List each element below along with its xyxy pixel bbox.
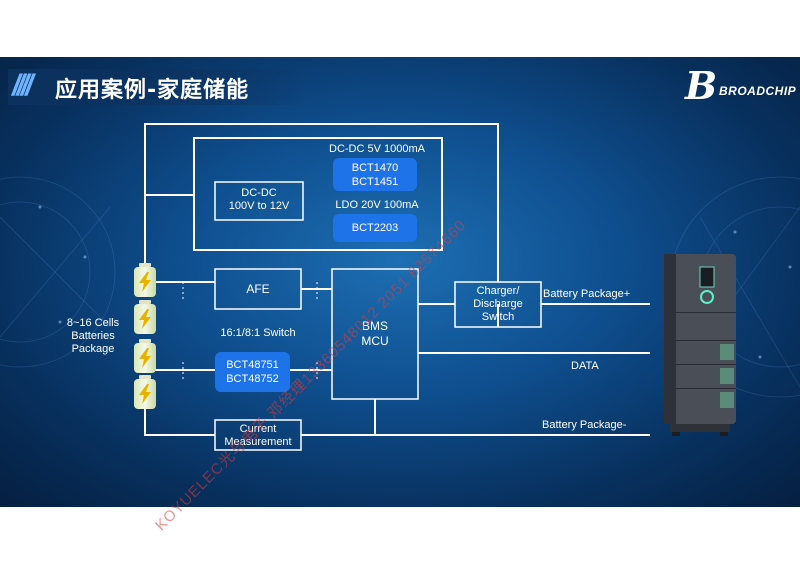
chip-bct48752: BCT48752 bbox=[226, 373, 279, 385]
bms-line: BMS bbox=[361, 319, 388, 333]
afe-block: AFE bbox=[246, 282, 270, 296]
lightning-icon bbox=[139, 384, 151, 404]
battery-package-minus-label: Battery Package- bbox=[542, 419, 627, 431]
dcdc-5v-chip: BCT1470 BCT1451 bbox=[333, 158, 417, 191]
dcdc-left-block: DC-DC 100V to 12V bbox=[215, 187, 303, 213]
title-bar bbox=[8, 69, 308, 105]
battery-cell-1 bbox=[134, 263, 156, 297]
battery-cell-2 bbox=[134, 300, 156, 334]
dcdc-5v-label: DC-DC 5V 1000mA bbox=[329, 143, 425, 155]
current-line-2: Measurement bbox=[224, 436, 292, 448]
lightning-icon bbox=[139, 272, 151, 292]
cells-label-line-1: 8~16 Cells bbox=[66, 317, 120, 329]
data-label: DATA bbox=[571, 360, 599, 372]
ldo-chip: BCT2203 bbox=[333, 214, 417, 242]
current-measurement-block: Current Measurement bbox=[215, 423, 301, 449]
logo-text: BROADCHIP bbox=[719, 84, 797, 98]
slide-title: 应用案例-家庭储能 bbox=[55, 78, 250, 103]
charger-line-3: Switch bbox=[481, 311, 515, 323]
ldo-label: LDO 20V 100mA bbox=[335, 199, 419, 211]
charger-switch-block: Charger/ Discharge Switch bbox=[455, 285, 541, 324]
battery-package-plus-label: Battery Package+ bbox=[543, 288, 631, 300]
switch-label: 16:1/8:1 Switch bbox=[220, 327, 296, 339]
chip-bct48751: BCT48751 bbox=[226, 359, 279, 371]
charger-line-2: Discharge bbox=[473, 298, 523, 310]
chip-bct1451: BCT1451 bbox=[351, 175, 399, 188]
chip-bct2203: BCT2203 bbox=[351, 222, 399, 234]
title-slashes-decoration: //// bbox=[12, 69, 33, 102]
mcu-line: MCU bbox=[361, 334, 389, 348]
lightning-icon bbox=[139, 348, 151, 368]
lightning-icon bbox=[139, 309, 151, 329]
chip-bct1470: BCT1470 bbox=[351, 161, 399, 174]
battery-cell-3 bbox=[134, 339, 156, 373]
bms-mcu-block: BMS MCU bbox=[332, 319, 418, 349]
battery-cell-4 bbox=[134, 375, 156, 409]
charger-line-1: Charger/ bbox=[476, 285, 520, 297]
home-battery-product-image bbox=[664, 254, 736, 436]
dcdc-left-line-1: DC-DC bbox=[241, 187, 277, 199]
cells-package-label: 8~16 Cells Batteries Package bbox=[52, 317, 134, 356]
broadchip-logo: B BROADCHIP bbox=[685, 63, 797, 108]
logo-b-mark: B bbox=[685, 63, 718, 108]
switch-chip: BCT48751 BCT48752 bbox=[215, 352, 290, 392]
current-line-1: Current bbox=[239, 423, 277, 435]
cells-label-line-2: Batteries bbox=[71, 330, 115, 342]
slide: //// 应用案例-家庭储能 B BROADCHIP bbox=[0, 57, 800, 507]
dcdc-left-line-2: 100V to 12V bbox=[228, 200, 290, 212]
cells-label-line-3: Package bbox=[71, 343, 115, 355]
